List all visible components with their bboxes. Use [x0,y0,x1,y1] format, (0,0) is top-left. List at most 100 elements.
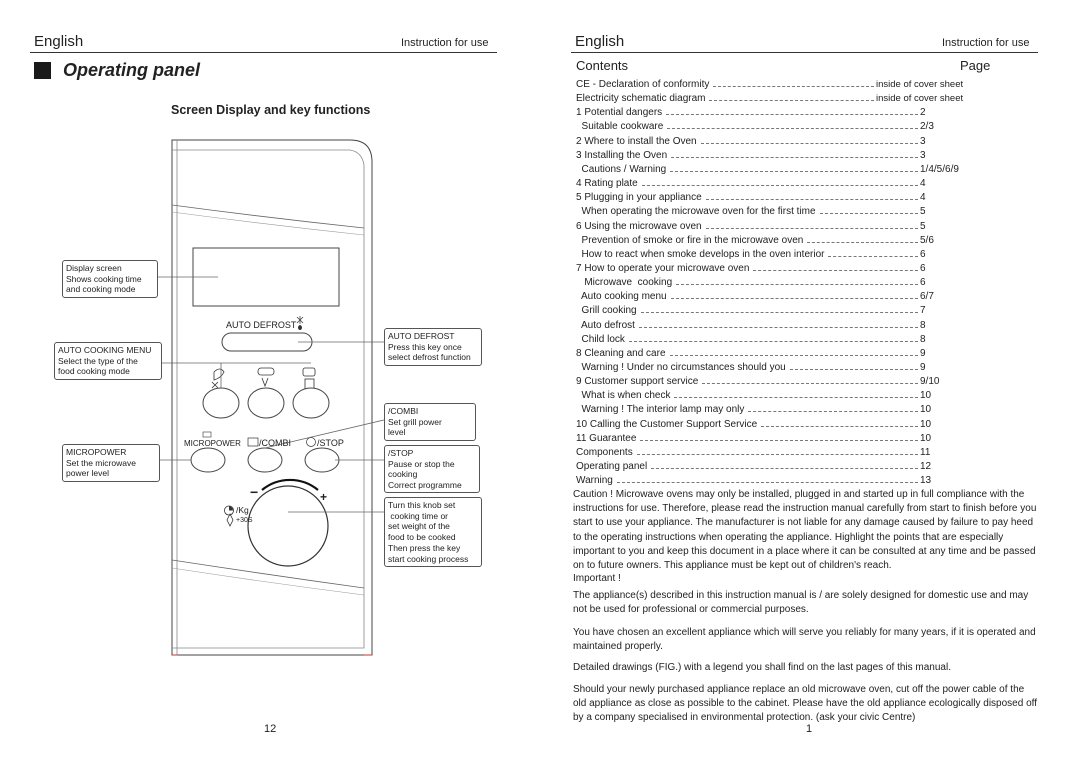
toc-leader-dots [819,213,918,215]
toc-entry-page: 6 [920,248,926,260]
toc-entry-page: 2 [920,107,926,119]
toc-row: Grill cooking 7 [576,302,976,316]
toc-entry-page: 6 [920,277,926,289]
toc-leader-dots [671,156,918,158]
combi-panel-label: /COMBI [259,438,292,448]
toc-leader-dots [674,397,918,399]
toc-leader-dots [676,284,918,286]
toc-row: 10 Calling the Customer Support Service 1… [576,416,976,430]
toc-entry-text: CE - Declaration of conformity [576,79,710,90]
toc-row: CE - Declaration of conformity inside of … [576,76,976,90]
drawings-paragraph: Detailed drawings (FIG.) with a legend y… [573,662,951,673]
toc-row: Warning ! Under no circumstances should … [576,359,976,373]
auto-cooking-menu-callout: AUTO COOKING MENU Select the type of the… [54,342,162,380]
toc-entry-page: 7 [920,305,926,317]
toc-entry-page: inside of cover sheet [876,93,964,105]
auto-defrost-callout: AUTO DEFROST Press this key once select … [384,328,482,366]
toc-leader-dots [753,269,918,271]
contents-heading: Contents [576,58,629,73]
toc-entry-text: 3 Installing the Oven [576,149,668,161]
toc-row: How to react when smoke develops in the … [576,246,976,260]
toc-leader-dots [667,128,918,130]
micropower-panel-label: MICROPOWER [184,439,241,448]
plus30-panel-label: +30S [236,517,253,524]
toc-entry-page: 13 [920,475,932,487]
knob-callout: Turn this knob set cooking time or set w… [384,497,482,544]
toc-row: Suitable cookware 2/3 [576,118,976,132]
replace-paragraph: Should your newly purchased appliance re… [573,684,1038,724]
toc-entry-text: Child lock [576,333,625,345]
toc-leader-dots [628,340,918,342]
combi-callout: /COMBI Set grill power level [384,403,476,441]
micropower-callout: MICROPOWER Set the microwave power level [62,444,160,482]
toc-entry-text: Warning [576,475,613,487]
toc-entry-text: Prevention of smoke or fire in the micro… [576,234,804,246]
toc-entry-page: 12 [920,461,932,473]
toc-leader-dots [761,425,918,427]
toc-row: Cautions / Warning 1/4/5/6/9 [576,161,976,175]
knob-callout-second: Then press the key start cooking process [384,541,482,567]
toc-leader-dots [616,482,918,484]
toc-entry-page: 2/3 [920,121,934,133]
toc-entry-text: 10 Calling the Customer Support Service [576,418,758,430]
page-title: Operating panel [63,60,201,80]
toc-entry-page: 10 [920,390,932,402]
toc-leader-dots [640,312,918,314]
toc-entry-page: 10 [920,418,932,430]
toc-entry-page: 6 [920,262,926,274]
toc-leader-dots [700,142,918,144]
toc-leader-dots [638,326,918,328]
toc-leader-dots [636,453,918,455]
caution-paragraph: Caution ! Microwave ovens may only be in… [573,489,1037,572]
toc-entry-page: 11 [920,446,931,458]
toc-entry-page: 1/4/5/6/9 [920,163,959,175]
toc-entry-text: How to react when smoke develops in the … [576,248,825,260]
toc-leader-dots [713,86,874,87]
toc-entry-text: 2 Where to install the Oven [576,135,697,147]
domestic-paragraph: The appliance(s) described in this instr… [573,590,1029,616]
toc-entry-text: 5 Plugging in your appliance [576,192,702,204]
right-header-instruction: Instruction for use [942,37,1030,49]
toc-leader-dots [669,354,918,356]
toc-entry-text: When operating the microwave oven for th… [576,206,816,218]
toc-entry-text: Warning ! Under no circumstances should … [576,362,786,373]
toc-leader-dots [705,227,918,229]
toc-leader-dots [666,114,918,116]
toc-row: Components 11 [576,444,976,458]
toc-entry-text: Grill cooking [576,305,637,317]
left-page-number: 12 [264,723,277,735]
toc-leader-dots [789,369,918,370]
toc-entry-page: 5 [920,220,926,232]
toc-row: 6 Using the microwave oven 5 [576,218,976,232]
toc-entry-page: inside of cover sheet [876,79,964,90]
toc-entry-text: Auto defrost [576,319,635,331]
toc-entry-text: Cautions / Warning [576,163,667,175]
toc-row: 4 Rating plate 4 [576,175,976,189]
toc-entry-text: Components [576,446,633,458]
toc-entry-text: 9 Customer support service [576,376,699,388]
plus-sign: + [320,490,328,504]
toc-entry-text: 6 Using the microwave oven [576,220,702,232]
kg-panel-label: /Kg [236,505,249,515]
toc-entry-page: 4 [920,178,926,190]
toc-leader-dots [641,185,918,187]
toc-leader-dots [670,298,918,300]
toc-entry-text: Auto cooking menu [576,291,667,303]
toc-entry-text: Suitable cookware [576,121,664,133]
toc-row: Prevention of smoke or fire in the micro… [576,232,976,246]
toc-entry-text: Microwave cooking [576,277,673,289]
toc-entry-text: 11 Guarantee [576,432,637,444]
toc-entry-text: 8 Cleaning and care [576,347,666,359]
toc-leader-dots [828,255,918,257]
toc-entry-text: 4 Rating plate [576,178,638,190]
